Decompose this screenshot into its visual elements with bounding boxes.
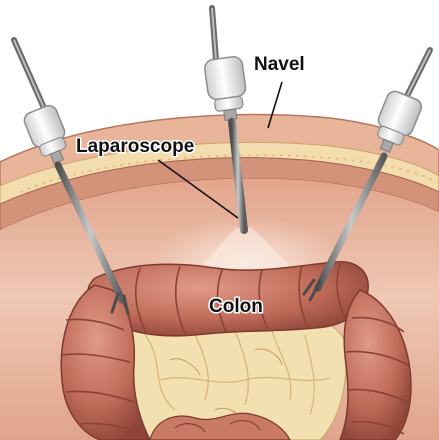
laparoscope-port-icon: [204, 56, 250, 123]
laparoscope-label: Laparoscope: [76, 136, 194, 157]
navel-label: Navel: [254, 54, 305, 75]
colon-label: Colon: [209, 296, 263, 317]
